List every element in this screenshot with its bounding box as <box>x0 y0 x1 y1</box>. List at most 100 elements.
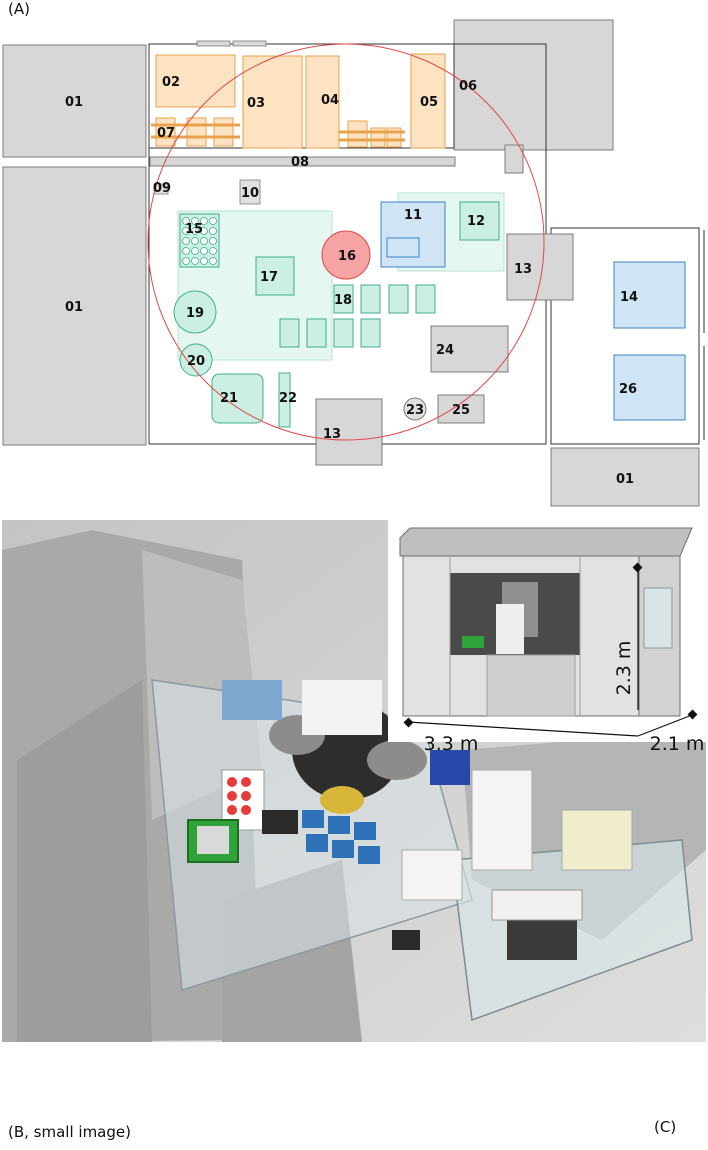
orange-devices <box>155 53 446 149</box>
left-cabinet-face <box>17 680 152 1042</box>
panel-label-c: (C) <box>654 1118 677 1136</box>
cabinet-01-bottom <box>550 447 700 507</box>
label-24: 24 <box>436 343 454 358</box>
label-03: 03 <box>247 96 265 111</box>
cabinet-window-white <box>496 604 524 654</box>
label-07: 07 <box>157 126 175 141</box>
top-slot-right <box>232 40 267 47</box>
tray-18 <box>333 284 354 314</box>
floorplan: 01 01 01 02 03 04 05 06 07 08 09 10 11 1… <box>2 19 705 507</box>
device-06-stub <box>504 144 524 174</box>
label-26: 26 <box>619 382 637 397</box>
device-09 <box>153 183 169 195</box>
tray-r1c4 <box>415 284 436 314</box>
dim-line-depth <box>637 714 693 737</box>
white-incubator <box>401 849 463 901</box>
label-09: 09 <box>153 181 171 196</box>
red-wells <box>227 777 251 815</box>
device-15-holes <box>182 217 217 265</box>
label-19: 19 <box>186 306 204 321</box>
dim-markers <box>403 562 698 728</box>
blue-container <box>430 750 470 785</box>
tray-r2c2 <box>306 318 327 348</box>
dim-line-width <box>407 721 639 737</box>
side-enclosure <box>550 227 700 445</box>
tray-r2c4 <box>360 318 381 348</box>
label-17: 17 <box>260 270 278 285</box>
label-16: 16 <box>338 249 356 264</box>
device-04 <box>305 55 340 149</box>
cabinet-door-center <box>486 654 576 717</box>
device-26 <box>613 354 686 421</box>
label-01-left: 01 <box>65 300 83 315</box>
device-05 <box>410 53 446 149</box>
label-14: 14 <box>620 290 638 305</box>
label-02: 02 <box>162 75 180 90</box>
blue-tip-rack <box>222 680 282 720</box>
device-17 <box>255 256 295 296</box>
label-05: 05 <box>420 95 438 110</box>
tall-white-device <box>471 769 533 871</box>
device-13-right <box>506 233 574 301</box>
robot-gripper <box>320 786 364 814</box>
microscope-body <box>491 889 583 921</box>
label-11: 11 <box>404 208 422 223</box>
label-25: 25 <box>452 403 470 418</box>
label-22: 22 <box>279 391 297 406</box>
cabinet-roof <box>399 527 693 557</box>
label-04: 04 <box>321 93 339 108</box>
label-20: 20 <box>187 354 205 369</box>
device-07-b <box>186 117 207 147</box>
robot-arm-right <box>367 740 427 780</box>
device-19 <box>173 290 217 334</box>
device-25 <box>437 394 485 424</box>
dimension-depth: 2.1 m <box>650 733 705 755</box>
device-24 <box>430 325 509 373</box>
device-23 <box>403 397 427 421</box>
device-12 <box>459 201 500 241</box>
label-23: 23 <box>406 403 424 418</box>
teal-devices <box>173 201 500 428</box>
green-box-lid <box>197 826 229 854</box>
device-11-inner <box>386 237 420 258</box>
wall-blocks <box>2 19 700 507</box>
panel-label-b: (B, small image) <box>8 1123 131 1141</box>
label-01-top: 01 <box>65 95 83 110</box>
label-18: 18 <box>334 293 352 308</box>
blue-trays <box>302 810 380 864</box>
device-14 <box>613 261 686 329</box>
tray-r1c3 <box>388 284 409 314</box>
rail-08 <box>149 156 456 167</box>
label-13-bottom: 13 <box>323 427 341 442</box>
device-03 <box>242 55 303 149</box>
label-10: 10 <box>241 186 259 201</box>
tray-r2c3 <box>333 318 354 348</box>
label-06: 06 <box>459 79 477 94</box>
render-3d: 2.3 m 3.3 m 2.1 m <box>2 520 706 1042</box>
label-08: 08 <box>291 155 309 170</box>
device-bank-1 <box>347 120 368 148</box>
device-10 <box>239 179 261 205</box>
cabinet-01-top <box>2 44 147 158</box>
tray-r2c1 <box>279 318 300 348</box>
label-12: 12 <box>467 214 485 229</box>
device-21 <box>211 373 264 424</box>
dimension-width: 3.3 m <box>424 733 479 755</box>
cabinet-01-left <box>2 166 147 446</box>
robot-reach-circle <box>147 43 545 441</box>
panel-label-a: (A) <box>8 0 30 18</box>
top-slot-left <box>196 40 231 47</box>
robot-16 <box>321 230 371 280</box>
small-black-box <box>392 930 420 950</box>
device-22 <box>278 372 291 428</box>
orange-conveyors <box>151 123 405 142</box>
white-device-top <box>302 680 382 735</box>
label-15: 15 <box>185 222 203 237</box>
black-device <box>262 810 298 834</box>
label-01-bottom: 01 <box>616 472 634 487</box>
cream-box <box>561 809 633 871</box>
device-06 <box>453 19 614 151</box>
label-21: 21 <box>220 391 238 406</box>
tray-r1c2 <box>360 284 381 314</box>
